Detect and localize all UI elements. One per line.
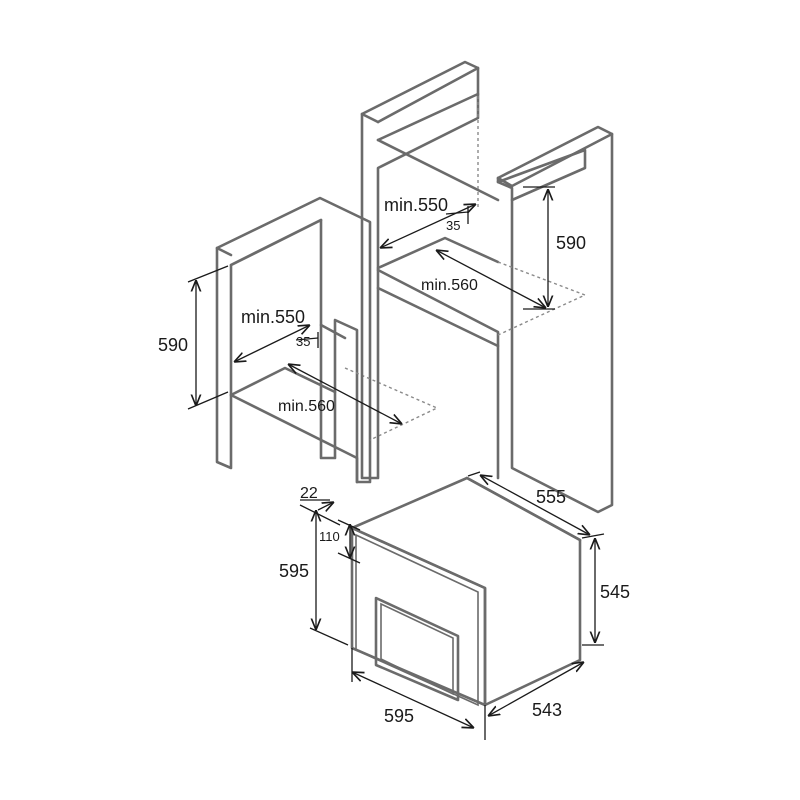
left-cabinet-inner-edge (319, 323, 347, 340)
tall-cabinet-floor (376, 268, 500, 480)
left-min-width-label: min.560 (278, 398, 335, 415)
oven-depth-tick-back (467, 471, 481, 477)
left-cabinet-top-edge (215, 246, 233, 257)
tall-cabinet-shelf (376, 236, 500, 270)
oven-body-depth-arrow (488, 662, 584, 716)
left-clearance-label: 35 (296, 334, 310, 349)
tall-min-depth-label: min.550 (384, 195, 448, 215)
left-clearance-line (295, 337, 319, 341)
dimensions (187, 186, 605, 740)
tall-cabinet-top-edge (360, 112, 380, 124)
oven-front-width-label: 595 (384, 706, 414, 726)
oven-front-tick-bottom (309, 627, 349, 646)
left-min-depth-label: min.550 (241, 307, 305, 327)
oven-body-depth-label: 543 (532, 700, 562, 720)
tall-height-label: 590 (556, 233, 586, 253)
oven-door (355, 533, 479, 707)
tall-depth-arrow (380, 204, 476, 248)
oven-window (374, 596, 460, 702)
tall-cabinet-left-panel (360, 60, 480, 480)
left-cabinet-floor (229, 393, 359, 484)
tall-min-width-label: min.560 (421, 277, 478, 294)
oven-body (350, 476, 582, 707)
left-cabinet (215, 196, 439, 484)
oven-offset-arrow (317, 502, 334, 510)
tall-clearance-label: 35 (446, 218, 460, 233)
left-cabinet-hidden-edge (344, 367, 439, 441)
oven-panel-height-label: 110 (319, 529, 340, 544)
left-cabinet-frame (215, 196, 372, 484)
oven-depth-arrow (480, 475, 590, 535)
oven-front-height-label: 595 (279, 561, 309, 581)
left-width-arrow (288, 364, 402, 424)
oven (350, 476, 582, 707)
tall-cabinet-top-back (376, 66, 480, 124)
tall-width-arrow (436, 250, 546, 308)
left-height-label: 590 (158, 335, 188, 355)
oven-panel-tick-bottom (337, 552, 361, 564)
left-height-tick-bottom (187, 391, 229, 410)
left-height-tick-top (187, 265, 229, 283)
oven-top-depth-label: 555 (536, 487, 566, 507)
left-cabinet-inner-top (229, 218, 323, 267)
tall-cabinet-rail (496, 148, 587, 202)
tall-cabinet-right-panel (496, 125, 614, 514)
oven-front-width-arrow (352, 672, 474, 728)
oven-body-height-label: 545 (600, 582, 630, 602)
tall-clearance-line (445, 211, 469, 215)
tall-cabinet-right-top (496, 176, 514, 188)
dimension-labels: min.550 35 590 min.560 min.550 35 590 mi… (158, 195, 630, 726)
tall-cabinet (360, 60, 614, 514)
oven-front-tick-top (299, 504, 341, 526)
tall-cabinet-inner-top (376, 92, 480, 142)
tall-cabinet-ceiling (376, 138, 500, 202)
left-depth-arrow (234, 325, 310, 362)
oven-depth-tick-front (581, 533, 605, 539)
oven-door-offset-label: 22 (300, 485, 318, 502)
tall-cabinet-lower-edge (376, 286, 500, 348)
left-cabinet-shelf (229, 366, 337, 397)
tall-cabinet-right-back (510, 132, 614, 188)
